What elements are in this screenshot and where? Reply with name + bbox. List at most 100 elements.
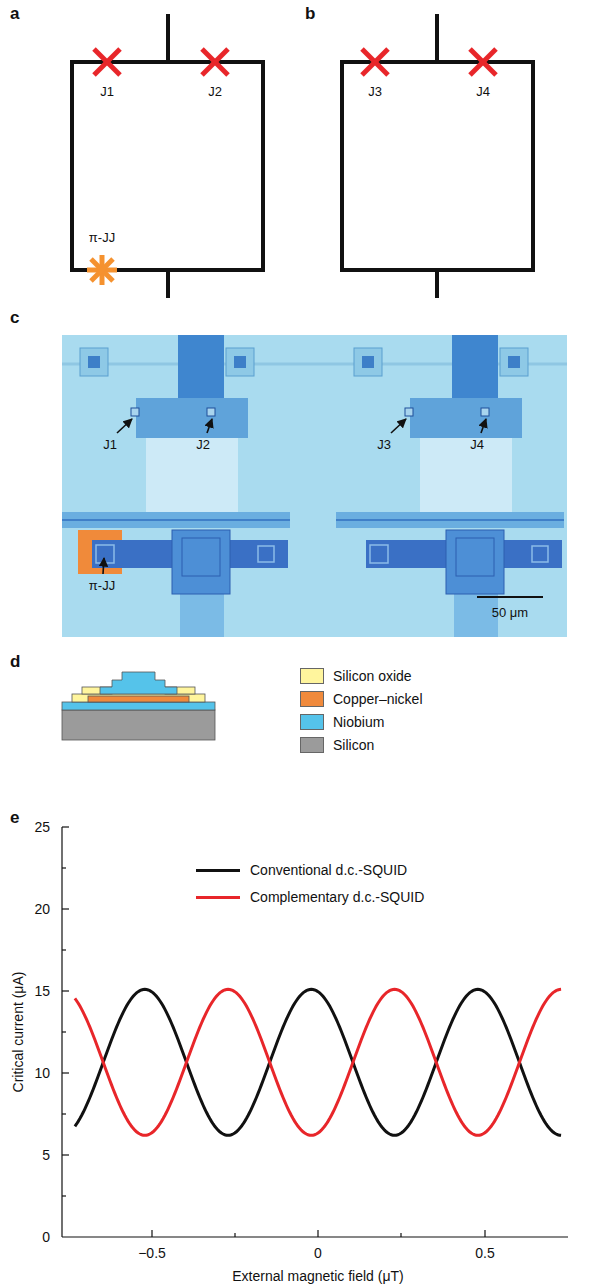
squid-schematic-a-part	[72, 62, 263, 270]
scale-label: 50 μm	[492, 606, 528, 621]
legend-line-sample	[196, 896, 240, 899]
micrograph-part	[96, 545, 114, 563]
micrograph-part	[336, 335, 564, 637]
squid-schematic-b-part	[435, 14, 439, 62]
legend-text: Niobium	[333, 714, 384, 730]
chart-axes-part	[151, 1230, 152, 1237]
chart-axes-part	[400, 1233, 401, 1237]
squid-schematic-b-part	[435, 270, 439, 298]
chart-axes-part	[62, 1031, 66, 1032]
leader-arrow-part	[207, 419, 212, 433]
tick-label: 20	[34, 901, 50, 917]
complementary-curve	[75, 989, 561, 1135]
junction-label: J4	[476, 85, 490, 100]
junction-cross-part	[94, 49, 120, 75]
chart-axes-part	[62, 826, 69, 827]
micrograph-part	[62, 335, 567, 637]
tick-label: 15	[34, 983, 50, 999]
chart-axes-part	[62, 990, 69, 991]
panel-letter: e	[10, 808, 19, 828]
chart-axes-part	[62, 1072, 69, 1073]
panel-letter: b	[305, 4, 315, 24]
junction-cross-part	[362, 49, 388, 75]
legend-text: Silicon oxide	[333, 668, 412, 684]
leader-arrow-part	[391, 419, 406, 433]
junction-cross-part	[362, 49, 388, 75]
axis-title: External magnetic field (μT)	[232, 1268, 403, 1284]
junction-label: π-JJ	[89, 579, 115, 594]
squid-schematic-a	[72, 14, 263, 298]
junction-label: J2	[208, 85, 222, 100]
panel-letter: a	[10, 4, 19, 24]
junction-label: J3	[377, 438, 391, 453]
chart-axes-part	[62, 1236, 568, 1237]
panel-letter: d	[10, 652, 20, 672]
legend-text: Conventional d.c.-SQUID	[250, 862, 407, 878]
chart-axes-part	[317, 1230, 318, 1237]
chart-curves	[75, 989, 561, 1135]
junction-label: J3	[368, 85, 382, 100]
chart-axes-part	[62, 908, 69, 909]
micrograph	[62, 335, 567, 637]
junction-cross-part	[94, 49, 120, 75]
tick-label: 5	[42, 1147, 50, 1163]
conventional-curve	[75, 989, 561, 1135]
junction-cross-part	[202, 49, 228, 75]
legend-swatch	[300, 668, 324, 684]
junction-label: J1	[103, 438, 117, 453]
junction-cross	[94, 49, 228, 75]
chart-axes-part	[62, 867, 66, 868]
axis-title: Critical current (μA)	[10, 972, 26, 1093]
junction-cross	[362, 49, 496, 75]
chart-axes	[62, 827, 568, 1237]
tick-label: 25	[34, 819, 50, 835]
pi-junction-star-part	[91, 259, 113, 281]
junction-cross-part	[470, 49, 496, 75]
chart-axes-part	[62, 949, 66, 950]
chart-axes-part	[484, 1230, 485, 1237]
cross-section-part	[62, 710, 215, 740]
leader-arrow	[103, 419, 486, 574]
junction-label: π-JJ	[89, 231, 115, 246]
legend-line-sample	[196, 869, 240, 872]
scale-bar	[477, 596, 543, 598]
micrograph-part	[62, 335, 290, 637]
leader-arrow-part	[103, 558, 104, 574]
tick-label: 0.5	[475, 1245, 494, 1261]
cross-section-part	[100, 672, 177, 694]
leader-arrow-part	[117, 419, 132, 433]
tick-label: 10	[34, 1065, 50, 1081]
tick-label: 0	[314, 1245, 322, 1261]
squid-schematic-a-part	[166, 14, 170, 62]
tick-label: 0	[42, 1229, 50, 1245]
panel-letter: c	[10, 308, 19, 328]
legend-swatch	[300, 714, 324, 730]
chart-axes-part	[62, 1154, 69, 1155]
legend-swatch	[300, 691, 324, 707]
chart-axes-part	[62, 1113, 66, 1114]
leader-arrow-part	[481, 419, 486, 433]
junction-label: J2	[196, 438, 210, 453]
cross-section	[62, 672, 215, 740]
chart-axes-part	[62, 1195, 66, 1196]
pi-junction-star	[87, 255, 117, 285]
squid-schematic-b-part	[342, 62, 533, 270]
micrograph-part	[92, 540, 122, 568]
cross-section-part	[72, 694, 205, 702]
junction-cross-part	[202, 49, 228, 75]
cross-section-part	[62, 702, 215, 710]
squid-schematic-a-part	[166, 270, 170, 298]
junction-cross-part	[470, 49, 496, 75]
tick-label: −0.5	[138, 1245, 166, 1261]
legend-swatch	[300, 737, 324, 753]
legend-text: Complementary d.c.-SQUID	[250, 889, 424, 905]
squid-schematic-b	[342, 14, 533, 298]
junction-label: J1	[100, 85, 114, 100]
chart-axes-part	[234, 1233, 235, 1237]
legend-text: Silicon	[333, 737, 374, 753]
pi-junction-star-part	[91, 259, 113, 281]
junction-label: J4	[470, 438, 484, 453]
micrograph-part	[78, 530, 122, 574]
